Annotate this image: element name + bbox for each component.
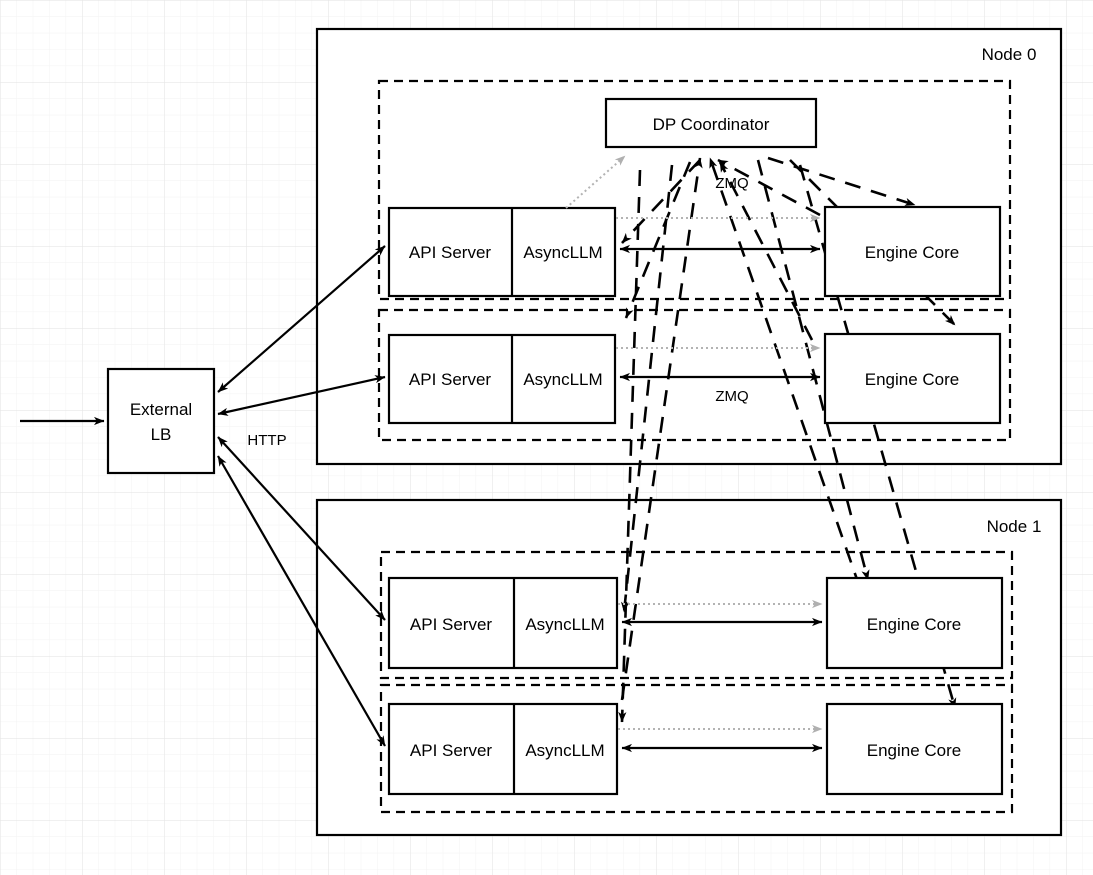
external-lb-label-line2: LB	[151, 425, 172, 444]
dp-coordinator-box[interactable]: DP Coordinator	[604, 97, 818, 149]
engine-core-label-n0g0: Engine Core	[865, 243, 960, 262]
node-0-group-1: API Server AsyncLLM Engine Core ZMQ	[387, 332, 1002, 425]
engine-core-box-n0g1[interactable]: Engine Core	[823, 332, 1002, 425]
async-llm-label-n0g0: AsyncLLM	[523, 243, 602, 262]
api-server-label-n1g0: API Server	[410, 615, 493, 634]
engine-core-label-n1g0: Engine Core	[867, 615, 962, 634]
dotted-link-asyncllm-coordinator-n0g0	[565, 155, 626, 209]
zmq-label-top: ZMQ	[715, 175, 748, 192]
http-label: HTTP	[247, 432, 286, 449]
api-server-asyncllm-box-n0g0[interactable]: API Server AsyncLLM	[387, 206, 617, 298]
api-server-label-n0g1: API Server	[409, 370, 492, 389]
node-1-group-1-boundary	[379, 683, 1014, 814]
node-1-group-0: API Server AsyncLLM Engine Core	[387, 576, 1004, 670]
node-0-label: Node 0	[982, 45, 1037, 64]
async-llm-label-n1g0: AsyncLLM	[525, 615, 604, 634]
node-0-group-0-boundary	[377, 79, 1012, 301]
engine-core-box-n1g0[interactable]: Engine Core	[825, 576, 1004, 670]
api-server-asyncllm-box-n1g0[interactable]: API Server AsyncLLM	[387, 576, 619, 670]
api-server-asyncllm-box-n1g1[interactable]: API Server AsyncLLM	[387, 702, 619, 796]
engine-core-label-n0g1: Engine Core	[865, 370, 960, 389]
async-llm-label-n1g1: AsyncLLM	[525, 741, 604, 760]
node-1-label: Node 1	[987, 517, 1042, 536]
external-lb-box[interactable]: External LB	[106, 367, 216, 475]
dp-coordinator-label: DP Coordinator	[653, 115, 770, 134]
async-llm-label-n0g1: AsyncLLM	[523, 370, 602, 389]
engine-core-box-n0g0[interactable]: Engine Core	[823, 205, 1002, 298]
node-1-group-1: API Server AsyncLLM Engine Core	[387, 702, 1004, 796]
lb-api-links	[217, 245, 386, 747]
engine-core-box-n1g1[interactable]: Engine Core	[825, 702, 1004, 796]
node-1-group-0-boundary	[379, 550, 1014, 680]
api-server-asyncllm-box-n0g1[interactable]: API Server AsyncLLM	[387, 333, 617, 425]
api-server-label-n1g1: API Server	[410, 741, 493, 760]
node-0-group-0: API Server AsyncLLM Engine Core	[387, 155, 1002, 298]
api-server-label-n0g0: API Server	[409, 243, 492, 262]
external-lb-label-line1: External	[130, 400, 192, 419]
engine-core-label-n1g1: Engine Core	[867, 741, 962, 760]
zmq-label-bottom: ZMQ	[715, 388, 748, 405]
